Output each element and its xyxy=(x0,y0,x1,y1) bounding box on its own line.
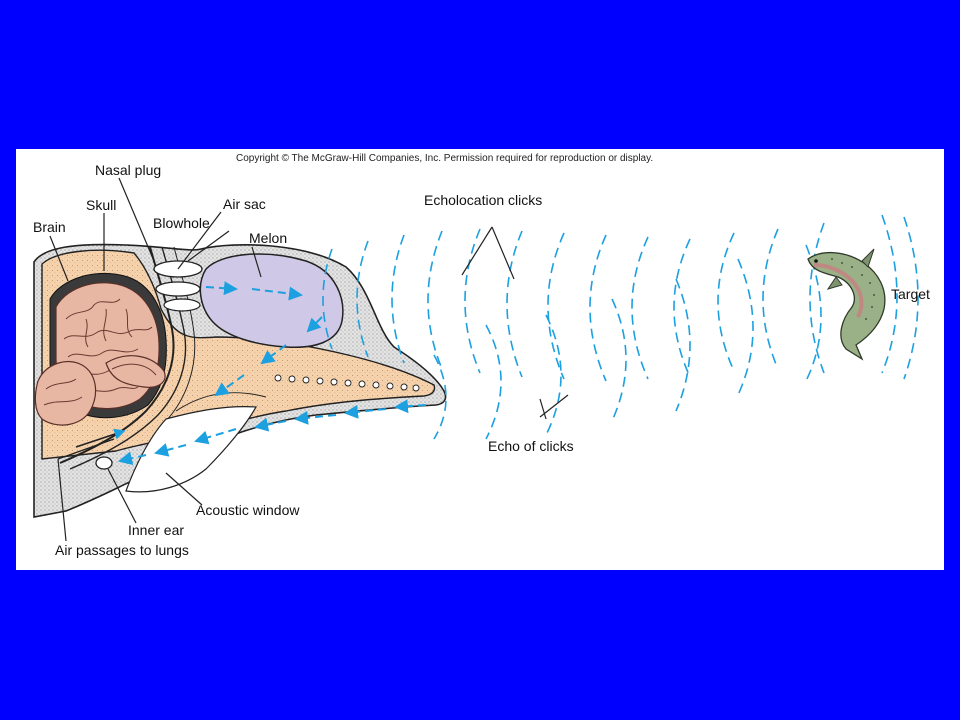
label-brain: Brain xyxy=(33,219,66,235)
label-target: Target xyxy=(891,286,930,302)
copyright-notice: Copyright © The McGraw-Hill Companies, I… xyxy=(236,153,654,164)
figure-panel: Copyright © The McGraw-Hill Companies, I… xyxy=(16,149,944,570)
air-sac xyxy=(163,298,201,312)
inner-ear xyxy=(95,456,113,470)
dolphin-echolocation-diagram xyxy=(33,177,919,542)
leader-lines xyxy=(49,177,569,542)
label-melon: Melon xyxy=(249,230,288,246)
brainstem xyxy=(105,355,166,388)
label-skull: Skull xyxy=(86,197,117,213)
label-echo-of-clicks: Echo of clicks xyxy=(488,438,574,454)
label-echolocation-clicks: Echolocation clicks xyxy=(424,192,543,208)
label-blowhole: Blowhole xyxy=(153,215,210,231)
label-air-passages: Air passages to lungs xyxy=(55,542,189,558)
label-acoustic-window: Acoustic window xyxy=(196,502,300,518)
label-air-sac: Air sac xyxy=(223,196,266,212)
acoustic-window-region xyxy=(125,406,257,493)
air-sac xyxy=(155,281,201,297)
internal-sound-path xyxy=(118,281,427,466)
echolocation-waves xyxy=(322,222,825,382)
label-nasal-plug: Nasal plug xyxy=(95,162,162,178)
cerebellum xyxy=(34,360,97,426)
teeth xyxy=(274,374,420,392)
fish-icon xyxy=(807,248,886,361)
label-inner-ear: Inner ear xyxy=(128,522,185,538)
